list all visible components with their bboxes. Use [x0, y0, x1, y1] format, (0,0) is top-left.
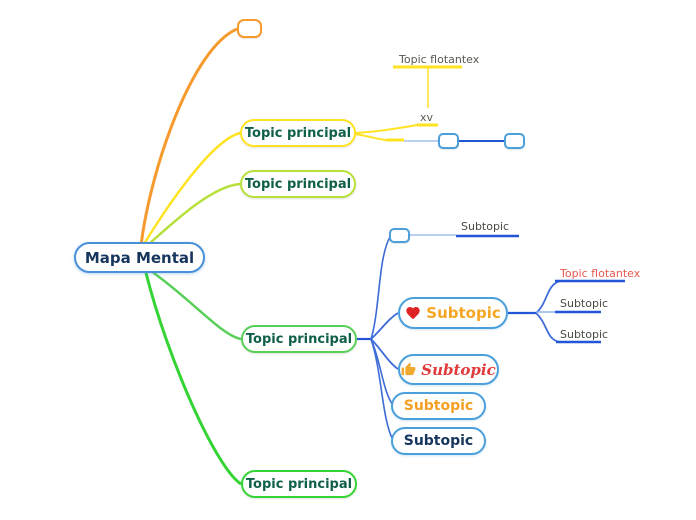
heart-subtopic[interactable]: Subtopic [398, 297, 508, 329]
heart-child-subtopic-2[interactable]: Subtopic [560, 328, 609, 341]
main-topic-2[interactable]: Topic principal [240, 170, 356, 198]
main-topic-1[interactable]: Topic principal [240, 119, 356, 147]
branch-yellow-green [148, 182, 241, 245]
topic1-to-chain [354, 133, 387, 141]
thumbs-up-icon [401, 362, 416, 377]
main-topic-4-label: Topic principal [245, 476, 353, 492]
branch-orange [139, 27, 238, 247]
chain-node-2[interactable] [504, 133, 525, 149]
chain-node-1[interactable] [438, 133, 459, 149]
main-topic-1-label: Topic principal [244, 125, 352, 141]
line-subtopic-node[interactable] [389, 228, 410, 243]
root-node[interactable]: Mapa Mental [74, 242, 205, 273]
thumb-subtopic-label: Subtopic [421, 360, 496, 379]
empty-topic-node[interactable] [237, 19, 262, 38]
main-topic-2-label: Topic principal [244, 176, 352, 192]
branch-bright-green [144, 272, 242, 486]
line-subtopic-label[interactable]: Subtopic [461, 220, 510, 233]
main-topic-4[interactable]: Topic principal [241, 470, 357, 498]
main-topic-3-label: Topic principal [245, 331, 353, 347]
branch-yellow [142, 131, 241, 245]
floating-topic-child-xv[interactable]: xv [420, 111, 434, 124]
heart-icon [405, 305, 421, 321]
thumb-subtopic[interactable]: Subtopic [398, 354, 499, 385]
heart-child-subtopic-1[interactable]: Subtopic [560, 297, 609, 310]
main-topic-3[interactable]: Topic principal [241, 325, 357, 353]
heart-subtopic-label: Subtopic [426, 304, 501, 322]
floating-topic[interactable]: Topic flotantex [399, 53, 480, 66]
navy-subtopic[interactable]: Subtopic [391, 427, 486, 455]
orange-subtopic-label: Subtopic [403, 398, 474, 414]
orange-subtopic[interactable]: Subtopic [391, 392, 486, 420]
root-label: Mapa Mental [84, 248, 195, 267]
branch-green [150, 269, 242, 341]
navy-subtopic-label: Subtopic [403, 433, 474, 449]
heart-child-floating-topic[interactable]: Topic flotantex [560, 267, 641, 280]
topic1-to-xv [354, 124, 418, 134]
